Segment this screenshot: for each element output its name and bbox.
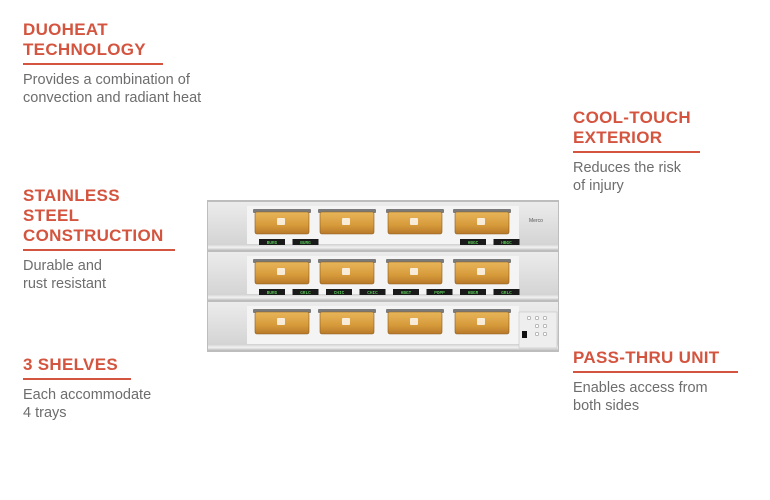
feature-description: Reduces the risk of injury [573,160,681,194]
led-label: GRLC [300,291,311,296]
control-button [526,315,532,321]
led-display [493,289,520,295]
tray-handle [342,218,350,225]
control-button [542,323,548,329]
feature-description: Enables access from both sides [573,380,708,414]
title-underline [23,63,163,65]
led-display [292,289,319,295]
feature-description: Provides a combination of convection and… [23,72,202,106]
led-display [460,239,486,245]
title-underline [573,151,700,153]
led-label: GRLC [501,291,512,296]
tray-handle [477,268,485,275]
led-label: BURG [267,241,278,246]
led-display [426,289,453,295]
feature-cool-touch: COOL-TOUCH EXTERIOR Reduces the risk of … [573,108,700,195]
control-button [534,331,540,337]
holding-cabinet-image: BURG BURG HBGC HBGC BURG GRLC CHIC CHIC HBGT POPP… [207,200,559,352]
shelf-rail [208,245,558,250]
led-label: CHIC [367,291,378,296]
title-underline [573,371,738,373]
tray-handle [410,218,418,225]
tray-handle [342,318,350,325]
led-label: HBGR [468,291,479,296]
feature-description: Each accommodate 4 trays [23,387,152,421]
control-button [542,315,548,321]
led-label: HBGC [501,241,512,246]
led-display [393,289,419,295]
led-label: HBGC [468,241,479,246]
tray-handle [410,318,418,325]
led-display [292,239,319,245]
control-panel [518,311,558,349]
tray-handle [477,318,485,325]
feature-title: STAINLESS STEEL CONSTRUCTION [23,186,164,245]
led-display [259,239,285,245]
led-display [493,239,520,245]
feature-stainless-steel: STAINLESS STEEL CONSTRUCTION Durable and… [23,186,175,293]
feature-duoheat: DUOHEAT TECHNOLOGY Provides a combinatio… [23,20,201,107]
tray-handle [277,218,285,225]
feature-title: COOL-TOUCH EXTERIOR [573,108,691,147]
control-button [534,323,540,329]
feature-3-shelves: 3 SHELVES Each accommodate 4 trays [23,355,151,422]
led-label: POPP [434,291,445,296]
tray-handle [277,268,285,275]
feature-title: PASS-THRU UNIT [573,348,720,367]
control-button [534,315,540,321]
feature-pass-thru: PASS-THRU UNIT Enables access from both … [573,348,738,415]
brand-logo: Merco [529,218,543,224]
feature-title: 3 SHELVES [23,355,118,374]
led-label: CHIC [334,291,345,296]
led-display [359,289,386,295]
title-underline [23,249,175,251]
tray-handle [342,268,350,275]
shelf-rail [208,345,558,350]
tray-handle [277,318,285,325]
title-underline [23,378,131,380]
tray-handle [410,268,418,275]
led-label: HBGT [401,291,412,296]
tray-handle [477,218,485,225]
shelf-rail [208,295,558,300]
control-button [542,331,548,337]
feature-title: DUOHEAT TECHNOLOGY [23,20,146,59]
led-label: BURG [267,291,278,296]
power-switch [522,331,527,338]
led-display [326,289,352,295]
feature-description: Durable and rust resistant [23,258,106,292]
led-display [259,289,285,295]
led-label: BURG [300,241,311,246]
led-display [460,289,486,295]
